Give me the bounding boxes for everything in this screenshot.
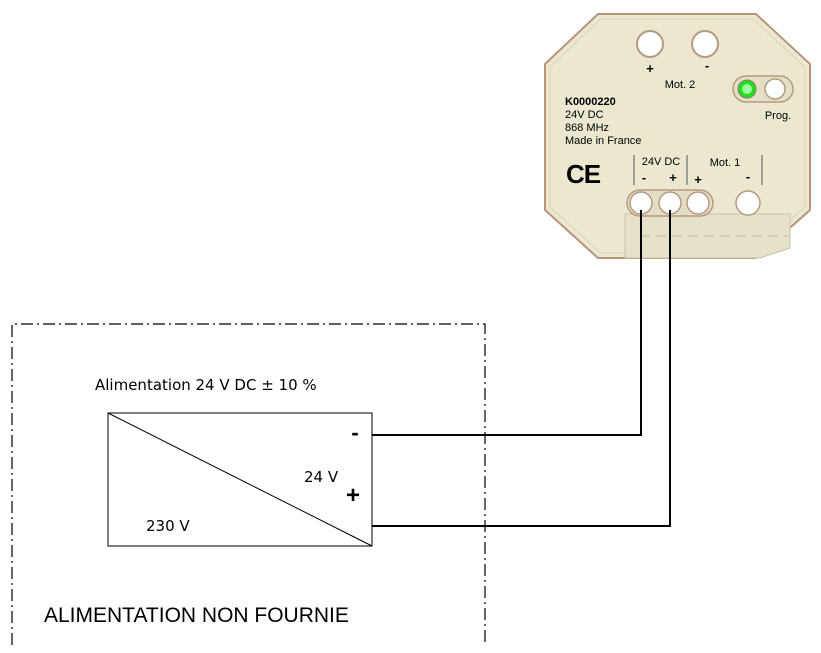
not-supplied-note: ALIMENTATION NON FOURNIE bbox=[44, 604, 349, 627]
output-voltage-label: 24 V bbox=[304, 468, 339, 486]
supply-minus-terminal: - bbox=[351, 420, 358, 445]
mot2-plus-label: + bbox=[646, 61, 654, 76]
mot2-minus-terminal bbox=[691, 30, 719, 58]
wires bbox=[372, 210, 671, 527]
mot2-label: Mot. 2 bbox=[665, 79, 696, 91]
product-reference: K0000220 bbox=[565, 96, 616, 108]
mot1-minus-label: - bbox=[746, 169, 750, 184]
receiver-module: + - Mot. 2 Prog. K0000220 24V DC 868 MHz… bbox=[544, 13, 811, 259]
mot2-plus-terminal bbox=[636, 30, 664, 58]
power-plus-label: + bbox=[669, 170, 677, 185]
power-group-label: 24V DC bbox=[642, 156, 681, 168]
mot1-label: Mot. 1 bbox=[710, 157, 741, 169]
led-glow bbox=[742, 84, 752, 94]
product-origin: Made in France bbox=[565, 135, 641, 147]
power-supply-title: Alimentation 24 V DC ± 10 % bbox=[95, 376, 317, 394]
ce-mark-icon: CE bbox=[566, 159, 601, 189]
mot1-plus-terminal bbox=[686, 191, 710, 215]
prog-button bbox=[764, 78, 786, 100]
positive-wire bbox=[372, 210, 671, 527]
power-minus-label: - bbox=[642, 170, 646, 185]
product-frequency: 868 MHz bbox=[565, 122, 609, 134]
negative-wire bbox=[372, 210, 642, 436]
input-voltage-label: 230 V bbox=[146, 517, 190, 535]
mot1-plus-label: + bbox=[694, 172, 702, 187]
product-voltage: 24V DC bbox=[565, 109, 604, 121]
supply-plus-terminal: + bbox=[346, 482, 360, 509]
power-supply-area: Alimentation 24 V DC ± 10 % - 24 V + 230… bbox=[11, 323, 486, 645]
prog-label: Prog. bbox=[765, 110, 791, 122]
enclosure-boundary bbox=[11, 323, 486, 645]
mot1-minus-terminal bbox=[735, 190, 761, 216]
converter-diagonal bbox=[107, 412, 373, 547]
mot2-minus-label: - bbox=[705, 58, 709, 73]
